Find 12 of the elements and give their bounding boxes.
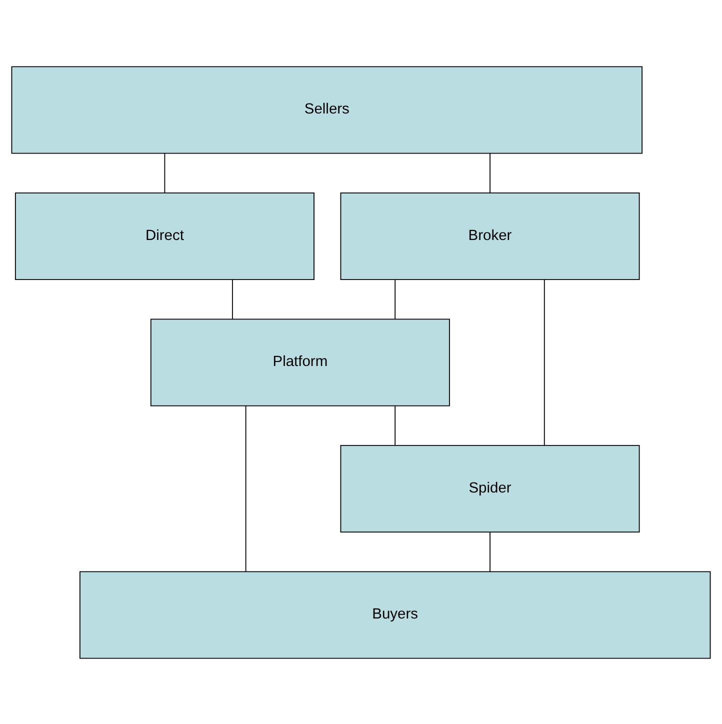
node-box: Platform — [150, 318, 450, 406]
connector — [544, 278, 545, 446]
connector — [232, 278, 233, 319]
node-box: Buyers — [79, 570, 711, 658]
node-box: Sellers — [11, 66, 643, 154]
connector — [394, 405, 396, 446]
node-box: Direct — [14, 192, 314, 280]
node-box: Broker — [340, 192, 640, 280]
connector — [245, 404, 246, 572]
node-box: Spider — [340, 444, 640, 532]
connector — [394, 278, 396, 319]
connector — [164, 152, 166, 193]
